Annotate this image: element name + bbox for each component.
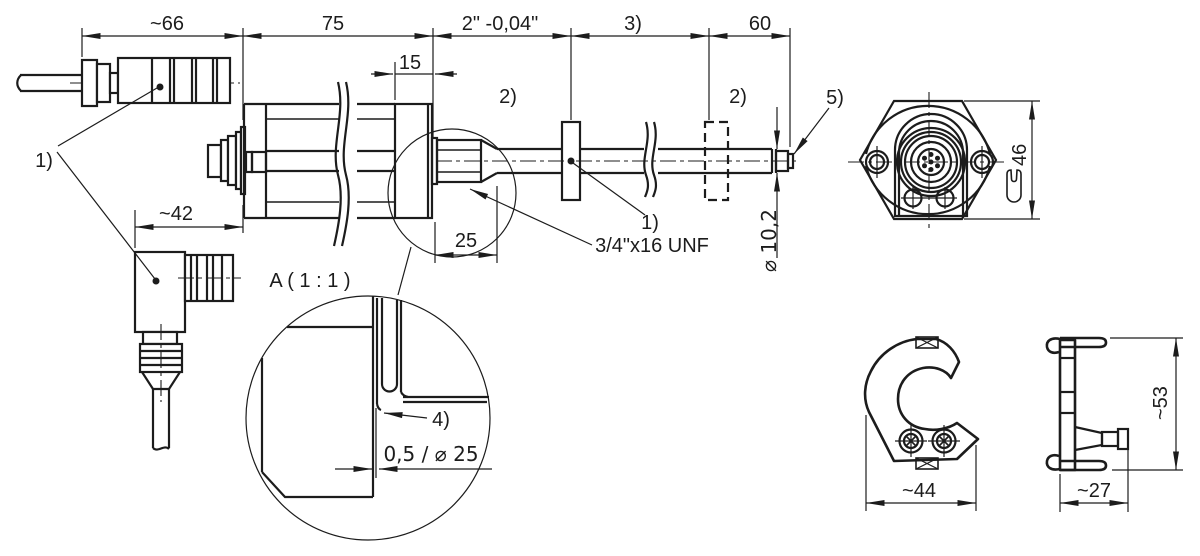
clip-plunger-cone	[1074, 425, 1104, 452]
dim-text-clip-height: ~53	[1150, 386, 1172, 420]
note-2-label: 2)	[499, 86, 517, 108]
dim-text-clip-depth: ~27	[1077, 480, 1111, 502]
dimension-rod-diameter: ⌀ 10,2	[757, 107, 781, 272]
dim-text-rod-diameter: ⌀ 10,2	[757, 209, 781, 272]
main-view-notes: 2) 2) 5) 1) 3/4"x16 UNF	[469, 86, 844, 257]
body-silhouette	[893, 112, 969, 218]
hex-chamfer-arc	[864, 165, 992, 216]
clip-arm-bottom	[1060, 459, 1108, 472]
clip-outline	[863, 337, 980, 463]
clip-front-view: ~44	[863, 336, 980, 511]
detail-source-circle	[387, 128, 517, 258]
clip-hook-top	[1045, 337, 1061, 355]
break-wave	[340, 81, 350, 247]
dim-text-stroke: 2" -0,04"	[462, 13, 538, 35]
leader-dot	[152, 277, 160, 285]
rod-break-wave	[651, 121, 658, 198]
note-1-label: 1)	[35, 150, 53, 172]
clip-side-view: ~53 ~27	[1045, 336, 1183, 512]
note-4-label: 4)	[432, 409, 450, 431]
dim-text-flange: 15	[399, 52, 421, 74]
hex-outline	[858, 99, 998, 221]
leader-line	[793, 107, 830, 155]
break-wave	[332, 81, 342, 247]
leader-line	[383, 412, 428, 419]
position-magnet-phantom	[703, 120, 730, 202]
clip-screw-right	[928, 425, 960, 457]
flange	[393, 102, 434, 220]
dim-text-housing: 75	[322, 13, 344, 35]
clip-arm-top	[1060, 336, 1108, 349]
hex-end-view: 46	[848, 92, 1040, 230]
clip-plunger-cap	[1116, 427, 1130, 451]
note-2-label: 2)	[729, 86, 747, 108]
leader-line	[572, 162, 646, 216]
dim-text-thread-length: 25	[455, 230, 477, 252]
detail-view-A: A ( 1 : 1 ) 4) 0,5 / ⌀ 25	[245, 128, 517, 541]
clip-spine	[1058, 338, 1077, 472]
hex-chamfer-arc	[864, 104, 992, 155]
m12-connector-pins	[922, 152, 940, 172]
body-silhouette-inner	[897, 119, 965, 216]
leader-line	[56, 151, 156, 280]
dim-text-connector-straight: ~66	[150, 13, 184, 35]
clip-screw-left	[895, 425, 927, 457]
dimension-clip-depth: ~27	[1059, 450, 1129, 512]
detail-connector-line	[397, 246, 412, 296]
dim-text-tail: 60	[749, 13, 771, 35]
dim-text-clip-width: ~44	[902, 480, 936, 502]
leader-line	[469, 188, 593, 246]
cable-cut-wave	[152, 446, 170, 451]
leader-line	[57, 87, 158, 147]
wrench-icon	[1006, 169, 1022, 203]
dim-text-stroke-note: 3)	[624, 13, 642, 35]
dimension-connector-angled: ~42	[134, 203, 244, 248]
thread-spec-label: 3/4"x16 UNF	[595, 235, 709, 257]
dim-text-detail-edge: 0,5 / ⌀ 25	[383, 442, 478, 466]
top-dimension-chain: ~66 75 2" -0,04" 3) 60	[81, 13, 791, 147]
note-5-label: 5)	[826, 87, 844, 109]
detail-boundary-circle	[245, 295, 491, 541]
clip-tab-top	[915, 336, 939, 349]
angled-connector-view	[133, 250, 241, 451]
detail-title: A ( 1 : 1 )	[269, 270, 350, 292]
clip-plunger-pin	[1100, 430, 1120, 448]
rod-break-wave	[643, 121, 650, 198]
dimension-clip-height: ~53	[1110, 337, 1183, 471]
cable-cut-wave	[16, 74, 22, 92]
dimension-flange-width: 15	[371, 52, 457, 100]
clip-tab-bottom	[915, 457, 939, 470]
dim-text-wrench-size: 46	[1009, 144, 1031, 166]
dim-text-connector-angled: ~42	[159, 203, 193, 225]
leader-dot	[567, 157, 575, 165]
leader-dot	[156, 83, 164, 91]
dimension-thread-length: 25	[434, 186, 498, 263]
note-1-label: 1)	[641, 212, 659, 234]
clip-hook-bottom	[1045, 453, 1061, 471]
straight-connector-view	[16, 56, 240, 108]
dimension-clip-width: ~44	[865, 415, 977, 511]
note-1-connectors: 1)	[35, 83, 164, 285]
